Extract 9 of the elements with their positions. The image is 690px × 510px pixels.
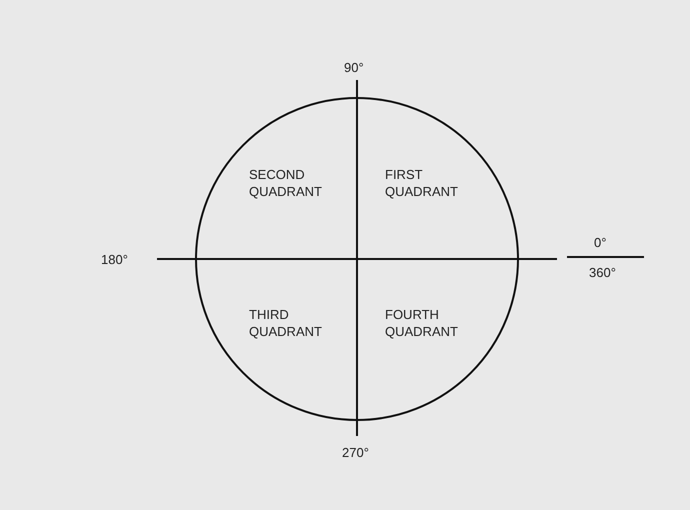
quadrant-label: THIRD QUADRANT [249, 306, 323, 340]
angle-label: 180° [101, 251, 128, 268]
angle-label: 0° [594, 234, 606, 251]
quadrant-label: FIRST QUADRANT [385, 166, 459, 200]
angle-label: 90° [344, 59, 364, 76]
quadrant-label: FOURTH QUADRANT [385, 306, 459, 340]
angle-label: 270° [342, 444, 369, 461]
angle-label: 360° [589, 264, 616, 281]
quadrant-label: SECOND QUADRANT [249, 166, 323, 200]
